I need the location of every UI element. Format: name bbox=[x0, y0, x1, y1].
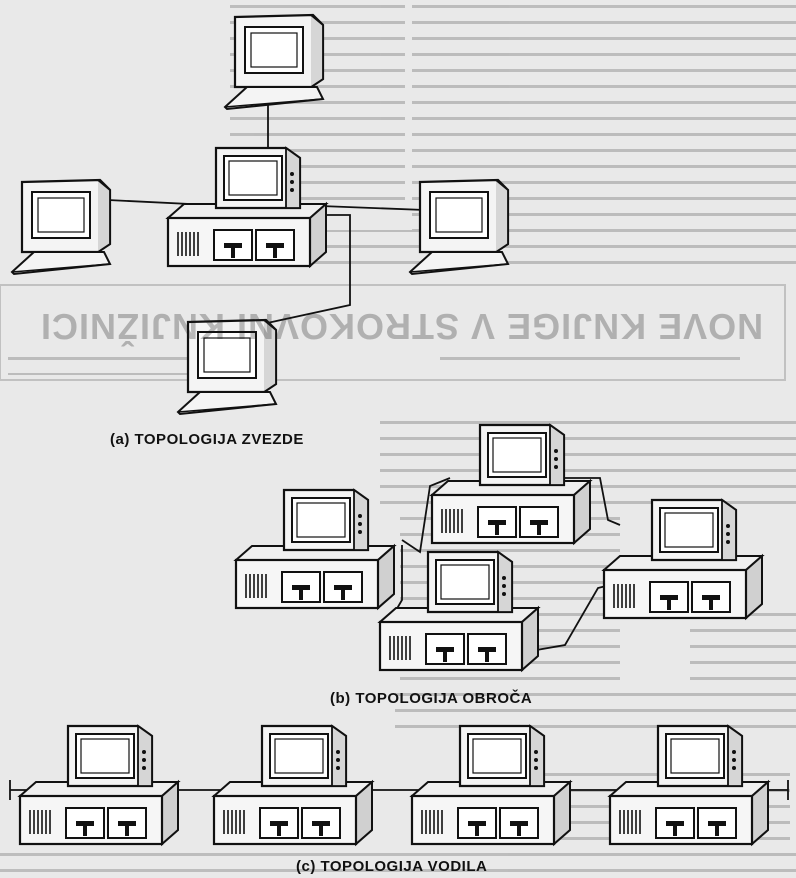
terminal-icon bbox=[10, 178, 112, 276]
caption-ring-topology: (b) TOPOLOGIJA OBROČA bbox=[330, 690, 533, 707]
background-heading: NOVE KNJIGE V STROKOVNI KNJIŽNICI bbox=[40, 306, 764, 347]
caption-star-topology: (a) TOPOLOGIJA ZVEZDE bbox=[110, 431, 304, 448]
terminal-icon bbox=[408, 178, 510, 276]
terminal-icon bbox=[223, 13, 325, 111]
caption-bus-topology: (c) TOPOLOGIJA VODILA bbox=[296, 858, 488, 875]
